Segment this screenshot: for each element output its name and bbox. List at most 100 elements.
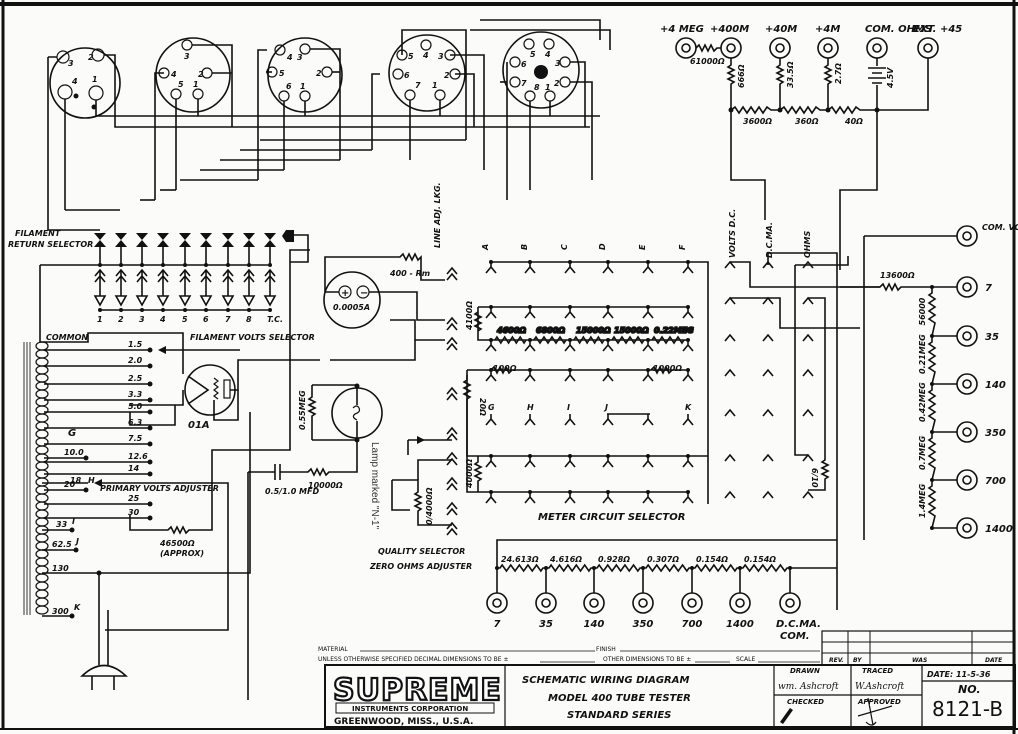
jack-400m[interactable] xyxy=(720,37,742,59)
switch-contact[interactable] xyxy=(724,260,736,269)
filament-return-switch[interactable] xyxy=(178,233,192,312)
primary-volts-adjuster-label: PRIMARY VOLTS ADJUSTER xyxy=(100,484,219,493)
com-volts-label: COM. VOLTS xyxy=(982,223,1018,232)
tap-contact[interactable] xyxy=(147,459,153,465)
selector-arrow-icon[interactable] xyxy=(158,346,166,354)
switch-contact[interactable] xyxy=(485,414,497,426)
shunt-resistor xyxy=(594,563,643,573)
tap-contact[interactable] xyxy=(147,425,153,431)
filament-return-switch[interactable] xyxy=(242,233,256,312)
switch-contact[interactable] xyxy=(446,316,458,331)
tap-contact[interactable] xyxy=(147,409,153,415)
filament-return-switch[interactable] xyxy=(156,233,170,312)
jack-com-volts[interactable] xyxy=(956,225,978,247)
jack-volts-35[interactable] xyxy=(956,325,978,347)
switch-contact[interactable] xyxy=(446,501,458,516)
drawn-signature: wm. Ashcroft xyxy=(778,682,839,692)
tap-contact[interactable] xyxy=(147,363,153,369)
switch-contact[interactable] xyxy=(802,260,814,269)
filament-return-switch[interactable] xyxy=(93,233,107,312)
jack-volts-1400[interactable] xyxy=(956,517,978,539)
jack-volts-140[interactable] xyxy=(956,373,978,395)
filament-return-switch[interactable] xyxy=(263,233,277,312)
primary-adjuster-arrow-icon[interactable] xyxy=(94,479,102,487)
pin-label: 3 xyxy=(297,53,303,62)
tap-contact[interactable] xyxy=(147,471,153,477)
switch-contact[interactable] xyxy=(724,453,736,462)
switch-contact[interactable] xyxy=(762,296,774,305)
switch-contact[interactable] xyxy=(642,414,654,426)
resistor-label: 1.4MEG xyxy=(918,483,927,518)
tap-contact[interactable] xyxy=(147,397,153,403)
switch-contact[interactable] xyxy=(446,426,458,441)
jack-ma-6[interactable] xyxy=(779,592,801,614)
jack-volts-350[interactable] xyxy=(956,421,978,443)
i-terminal-label: I xyxy=(72,517,75,526)
pin-label: 2 xyxy=(444,71,450,80)
jack-ma-0[interactable] xyxy=(486,592,508,614)
jack-label: 35 xyxy=(539,619,553,630)
switch-contact[interactable] xyxy=(802,453,814,462)
filament-return-switch[interactable] xyxy=(114,233,128,312)
jack-ext-45[interactable] xyxy=(917,37,939,59)
filament-return-switch[interactable] xyxy=(199,233,213,312)
switch-contact[interactable] xyxy=(802,490,814,499)
switch-contact[interactable] xyxy=(446,521,458,536)
selector-arrow-icon[interactable] xyxy=(417,436,425,444)
switch-contact[interactable] xyxy=(802,296,814,305)
jack-ma-5[interactable] xyxy=(729,592,751,614)
switch-contact[interactable] xyxy=(762,453,774,462)
switch-contact[interactable] xyxy=(802,408,814,417)
filament-return-switch[interactable] xyxy=(135,233,149,312)
switch-contact[interactable] xyxy=(682,414,694,426)
switch-contact[interactable] xyxy=(762,490,774,499)
tap-contact[interactable] xyxy=(147,381,153,387)
tap-contact[interactable] xyxy=(83,455,89,461)
switch-contact[interactable] xyxy=(724,333,736,342)
switch-contact[interactable] xyxy=(724,368,736,377)
switch-contact[interactable] xyxy=(762,408,774,417)
switch-contact[interactable] xyxy=(724,408,736,417)
jack-ma-3[interactable] xyxy=(632,592,654,614)
selector-position-label: E xyxy=(638,244,647,250)
pin-label: 2 xyxy=(554,79,560,88)
switch-contact[interactable] xyxy=(724,296,736,305)
switch-contact[interactable] xyxy=(446,266,458,281)
pin-label: 1 xyxy=(300,82,306,91)
jack-volts-7[interactable] xyxy=(956,276,978,298)
tap-contact[interactable] xyxy=(83,487,89,493)
switch-contact[interactable] xyxy=(762,368,774,377)
jack-4meg[interactable] xyxy=(675,37,697,59)
switch-contact[interactable] xyxy=(762,333,774,342)
switch-contact[interactable] xyxy=(446,336,458,351)
rev-label: REV. xyxy=(829,657,844,664)
jack-com-ohms[interactable] xyxy=(866,37,888,59)
switch-contact[interactable] xyxy=(524,414,536,426)
tap-contact[interactable] xyxy=(147,441,153,447)
tap-contact[interactable] xyxy=(147,347,153,353)
jack-ma-2[interactable] xyxy=(583,592,605,614)
switch-contact[interactable] xyxy=(602,414,614,426)
switch-contact[interactable] xyxy=(724,490,736,499)
jack-ma-1[interactable] xyxy=(535,592,557,614)
switch-contact[interactable] xyxy=(446,476,458,491)
jack-ma-4[interactable] xyxy=(681,592,703,614)
switch-contact[interactable] xyxy=(802,368,814,377)
zero-ohms-adjuster-label[interactable]: ZERO OHMS ADJUSTER xyxy=(369,562,472,571)
tap-contact[interactable] xyxy=(147,501,153,507)
quality-selector-label[interactable]: QUALITY SELECTOR xyxy=(378,547,465,556)
pin-label: 6 xyxy=(521,60,527,69)
switch-contact[interactable] xyxy=(802,333,814,342)
switch-contact[interactable] xyxy=(446,386,458,401)
jack-4m[interactable] xyxy=(817,37,839,59)
switch-contact[interactable] xyxy=(564,414,576,426)
jack-volts-700[interactable] xyxy=(956,469,978,491)
tap-contact[interactable] xyxy=(147,515,153,521)
pin-label: 7 xyxy=(521,79,527,88)
jack-40m[interactable] xyxy=(769,37,791,59)
switch-contact[interactable] xyxy=(446,451,458,466)
filament-return-switch[interactable] xyxy=(221,233,235,312)
